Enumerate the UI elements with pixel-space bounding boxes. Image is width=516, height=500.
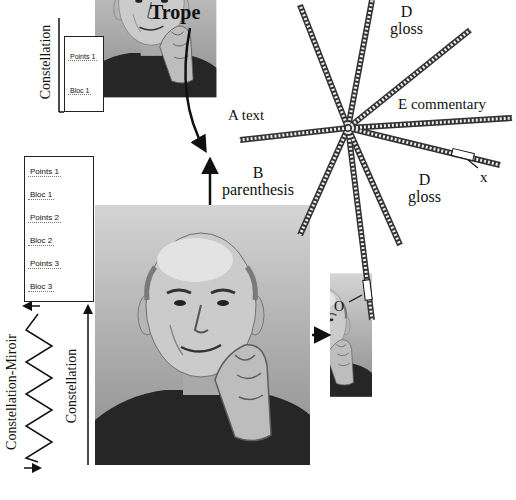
score-section: Bloc 1 [68, 87, 91, 95]
part-label: D gloss [390, 4, 423, 38]
score-section: Points 1 [28, 167, 61, 177]
score-section: Points 1 [68, 53, 97, 61]
axis-label: Constellation [65, 349, 80, 424]
score-section: Points 3 [28, 259, 61, 269]
portrait-photo [88, 0, 372, 465]
part-label: B parenthesis [222, 165, 294, 199]
part-label: E commentary [398, 97, 486, 113]
part-label: D gloss [408, 172, 441, 206]
leader-line [349, 160, 478, 302]
score-section: Bloc 3 [28, 282, 54, 292]
axis-label: Constellation-Miroir [5, 334, 20, 450]
part-label: A text [228, 108, 264, 124]
score-inset: Points 1 Bloc 1 Points 2 Bloc 2 Points 3 Bloc… [24, 156, 94, 302]
score-section: Points 2 [28, 213, 61, 223]
callout-letter: O [334, 300, 344, 315]
trope-label: Trope [150, 2, 200, 23]
arrow [24, 28, 328, 468]
score-section: Bloc 2 [28, 236, 54, 246]
score-inset: Points 1 Bloc 1 [64, 36, 104, 112]
axis-label: Constellation [39, 25, 54, 100]
callout-letter: x [480, 170, 488, 186]
star-diagram [240, 0, 512, 320]
score-section: Bloc 1 [28, 190, 54, 200]
